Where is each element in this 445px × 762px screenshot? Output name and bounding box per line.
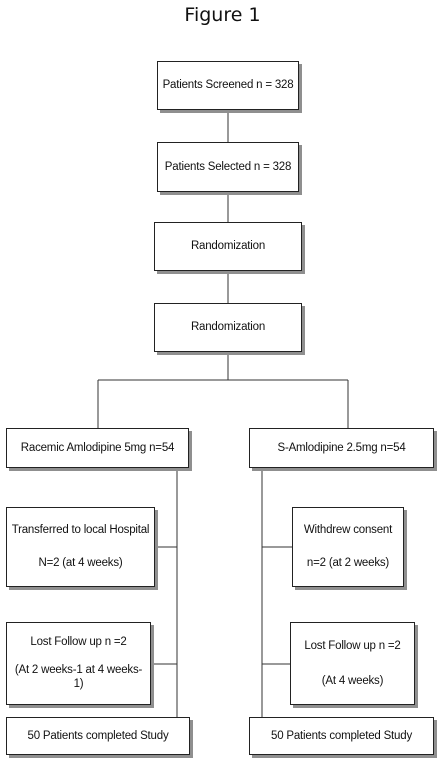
box-patients-selected-label: Patients Selected n = 328 (164, 160, 292, 173)
box-patients-screened: Patients Screened n = 328 (157, 61, 299, 110)
box-left-arm-label: Racemic Amlodipine 5mg n=54 (20, 441, 175, 454)
box-left-transferred-line1: Transferred to local Hospital (11, 524, 150, 537)
box-left-lost-line1: Lost Follow up n =2 (30, 636, 127, 649)
box-randomization-1: Randomization (154, 222, 302, 271)
box-randomization-2: Randomization (154, 303, 302, 352)
box-right-lost-line1: Lost Follow up n =2 (304, 640, 401, 653)
box-right-lost-followup: Lost Follow up n =2 (At 4 weeks) (290, 622, 415, 705)
box-right-withdrew-line1: Withdrew consent (303, 524, 393, 537)
box-left-lost-followup: Lost Follow up n =2 (At 2 weeks-1 at 4 w… (6, 622, 151, 705)
box-right-withdrew-line2: n=2 (at 2 weeks) (306, 557, 390, 570)
box-left-arm: Racemic Amlodipine 5mg n=54 (6, 428, 189, 468)
box-patients-screened-label: Patients Screened n = 328 (162, 79, 294, 92)
box-patients-selected: Patients Selected n = 328 (157, 142, 299, 192)
figure-title: Figure 1 (184, 4, 261, 26)
box-left-completed-label: 50 Patients completed Study (27, 729, 169, 742)
box-randomization-1-label: Randomization (190, 240, 266, 253)
box-right-lost-line2: (At 4 weeks) (321, 674, 384, 687)
box-right-completed: 50 Patients completed Study (249, 717, 434, 755)
box-right-withdrew: Withdrew consent n=2 (at 2 weeks) (292, 507, 404, 587)
box-left-transferred: Transferred to local Hospital N=2 (at 4 … (6, 507, 155, 587)
box-right-arm: S-Amlodipine 2.5mg n=54 (249, 428, 434, 468)
box-left-completed: 50 Patients completed Study (6, 717, 190, 755)
box-randomization-2-label: Randomization (190, 321, 266, 334)
box-left-transferred-line2: N=2 (at 4 weeks) (38, 557, 123, 570)
box-right-arm-label: S-Amlodipine 2.5mg n=54 (277, 441, 406, 454)
box-left-lost-line2: (At 2 weeks-1 at 4 weeks-1) (14, 663, 143, 691)
box-right-completed-label: 50 Patients completed Study (271, 729, 412, 742)
